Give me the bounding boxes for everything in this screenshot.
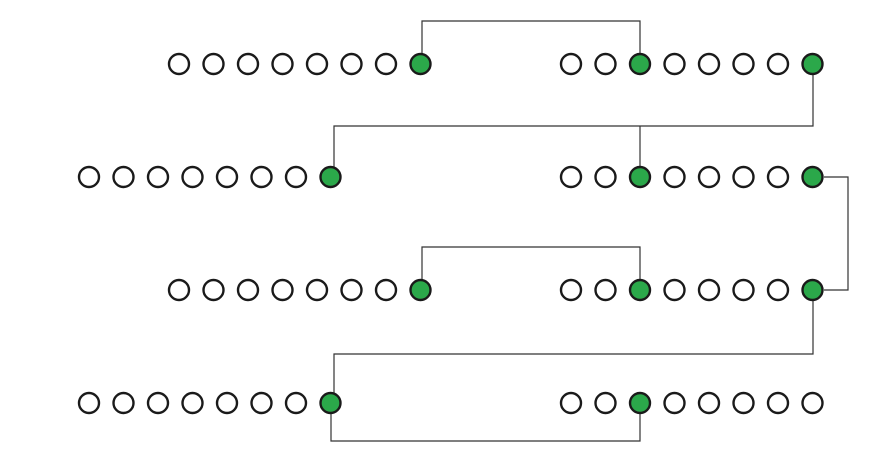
row-3-left-node-7 [374,278,398,302]
row-4-left-node-3 [146,391,170,415]
connector-row1-to-row2-left [333,74,814,167]
row-2-left-node-7 [284,165,308,189]
connector-row3-to-row4-left [333,300,814,393]
row-4-left-node-2 [112,391,135,415]
row-4-left-node-5 [215,391,239,415]
row-2-right-node-6 [732,165,755,189]
row-2-right-node-7 [766,165,790,189]
row-2-right-node-2 [594,165,617,189]
row-2-left-node-8-filled [319,165,342,189]
row-3-right-node-6 [732,278,755,302]
connector-row3-bracket [421,246,641,280]
row-4-right-node-1 [559,391,583,415]
row-3-left-node-6 [340,278,363,302]
row-1-left-node-1 [167,52,191,76]
row-4-left-node-4 [181,391,204,415]
row-1-left-node-7 [374,52,398,76]
row-3-left-node-2 [202,278,225,302]
row-2-right-node-4 [663,165,686,189]
row-3-right-node-2 [594,278,617,302]
row-3-right-node-5 [697,278,721,302]
connector-lines [330,20,849,442]
row-3-right-node-8-filled [801,278,824,302]
row-3-right-node-4 [663,278,686,302]
row-2-right-node-8-filled [801,165,824,189]
connector-row4-bracket [330,413,641,442]
row-3-right-node-3-filled [628,278,652,302]
row-1-right-node-7 [766,52,790,76]
row-1-right-node-1 [559,52,583,76]
row-4-right-node-7 [766,391,790,415]
row-1-right-node-3-filled [628,52,652,76]
row-2-left-node-6 [250,165,273,189]
row-2-left-node-2 [112,165,135,189]
row-1-right-node-8-filled [801,52,824,76]
row-3-left-node-5 [305,278,329,302]
row-3-right-node-7 [766,278,790,302]
row-3-left-node-3 [236,278,260,302]
row-1-left-node-3 [236,52,260,76]
node-rows [77,52,824,415]
row-1-right-node-5 [697,52,721,76]
row-4-right-node-3-filled [628,391,652,415]
row-4-left-node-7 [284,391,308,415]
row-4-left-node-1 [77,391,101,415]
row-1-right-node-2 [594,52,617,76]
row-1-left-node-8-filled [409,52,432,76]
row-4-right-node-6 [732,391,755,415]
row-3-left-node-8-filled [409,278,432,302]
row-2-left-node-5 [215,165,239,189]
connector-row1-bracket [421,20,641,54]
row-1-right-node-6 [732,52,755,76]
row-4-right-node-2 [594,391,617,415]
row-3-right-node-1 [559,278,583,302]
row-4-right-node-8 [801,391,824,415]
row-1-left-node-6 [340,52,363,76]
connector-row2-to-row3-side [824,176,849,291]
row-1-left-node-4 [271,52,294,76]
row-2-left-node-1 [77,165,101,189]
row-1-right-node-4 [663,52,686,76]
row-4-left-node-8-filled [319,391,342,415]
row-4-left-node-6 [250,391,273,415]
row-2-left-node-4 [181,165,204,189]
row-1-left-node-2 [202,52,225,76]
row-2-left-node-3 [146,165,170,189]
row-2-right-node-3-filled [628,165,652,189]
row-1-left-node-5 [305,52,329,76]
row-3-left-node-1 [167,278,191,302]
row-4-right-node-5 [697,391,721,415]
row-2-right-node-1 [559,165,583,189]
row-2-right-node-5 [697,165,721,189]
row-4-right-node-4 [663,391,686,415]
row-3-left-node-4 [271,278,294,302]
